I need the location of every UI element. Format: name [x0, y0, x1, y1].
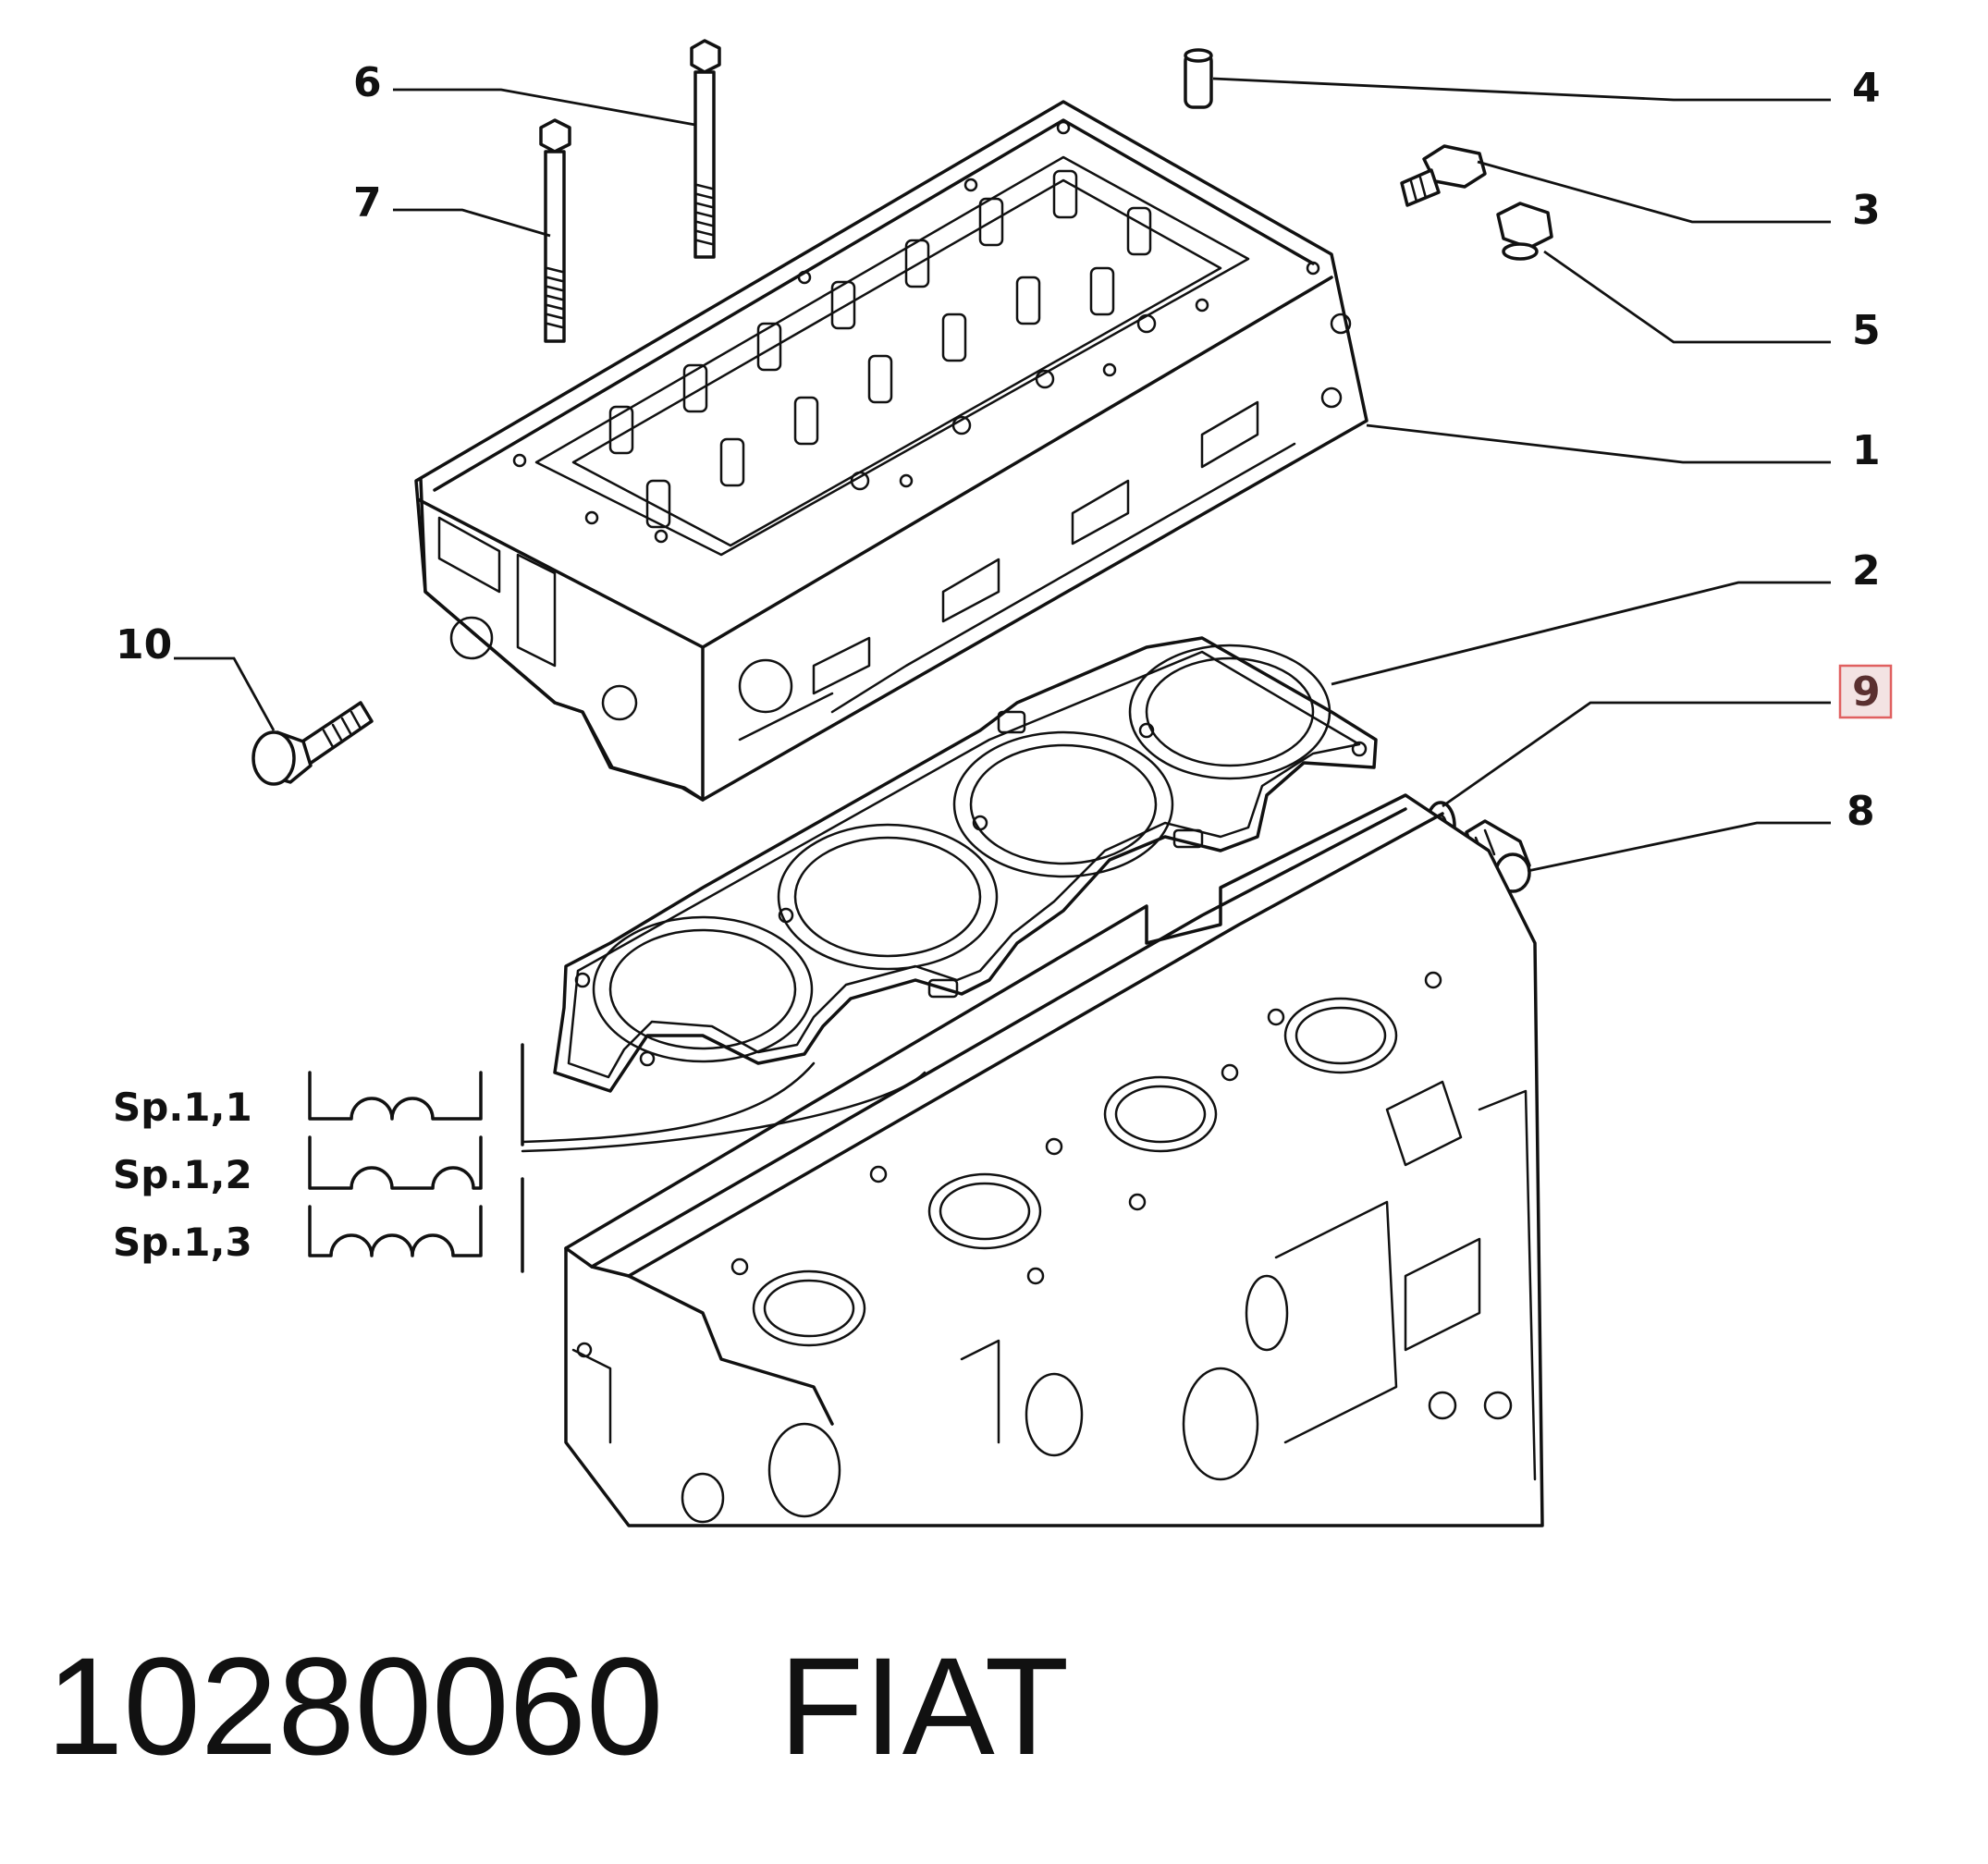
- thickness-option-3: Sp.1,3: [113, 1220, 252, 1265]
- thickness-option-labels: Sp.1,1 Sp.1,2 Sp.1,3: [113, 1085, 252, 1265]
- callout-labels: 6 7 4 3 5 1 2 9 8 10: [116, 59, 1893, 835]
- head-bolt-long: [690, 39, 721, 259]
- callout-3: 3: [1852, 187, 1881, 234]
- callout-5: 5: [1852, 307, 1881, 354]
- part-number: 10280060: [46, 1628, 664, 1784]
- callout-4: 4: [1852, 65, 1881, 112]
- callout-2: 2: [1852, 547, 1881, 595]
- dowel-pin: [1184, 48, 1213, 109]
- threaded-plug: [1400, 144, 1487, 207]
- thickness-option-2: Sp.1,2: [113, 1152, 252, 1197]
- cylinder-head: [414, 100, 1368, 802]
- hex-plug: [1496, 202, 1553, 261]
- engine-block: [555, 793, 1572, 1564]
- head-bolt-short: [539, 118, 571, 343]
- callout-9: 9: [1852, 668, 1881, 716]
- side-bolt: [252, 701, 374, 786]
- head-gasket: [553, 636, 1378, 1093]
- callout-8: 8: [1847, 788, 1875, 835]
- callout-10: 10: [116, 621, 172, 668]
- part-number-caption: 10280060 FIAT: [46, 1637, 1069, 1775]
- callout-7: 7: [353, 179, 382, 227]
- callout-1: 1: [1852, 427, 1881, 474]
- brand-name: FIAT: [779, 1628, 1070, 1784]
- thickness-profiles: [308, 1043, 927, 1273]
- leader-lines: [174, 77, 1831, 873]
- callout-6: 6: [353, 59, 382, 106]
- callout-9-highlight: [1838, 664, 1893, 719]
- thickness-option-1: Sp.1,1: [113, 1085, 252, 1130]
